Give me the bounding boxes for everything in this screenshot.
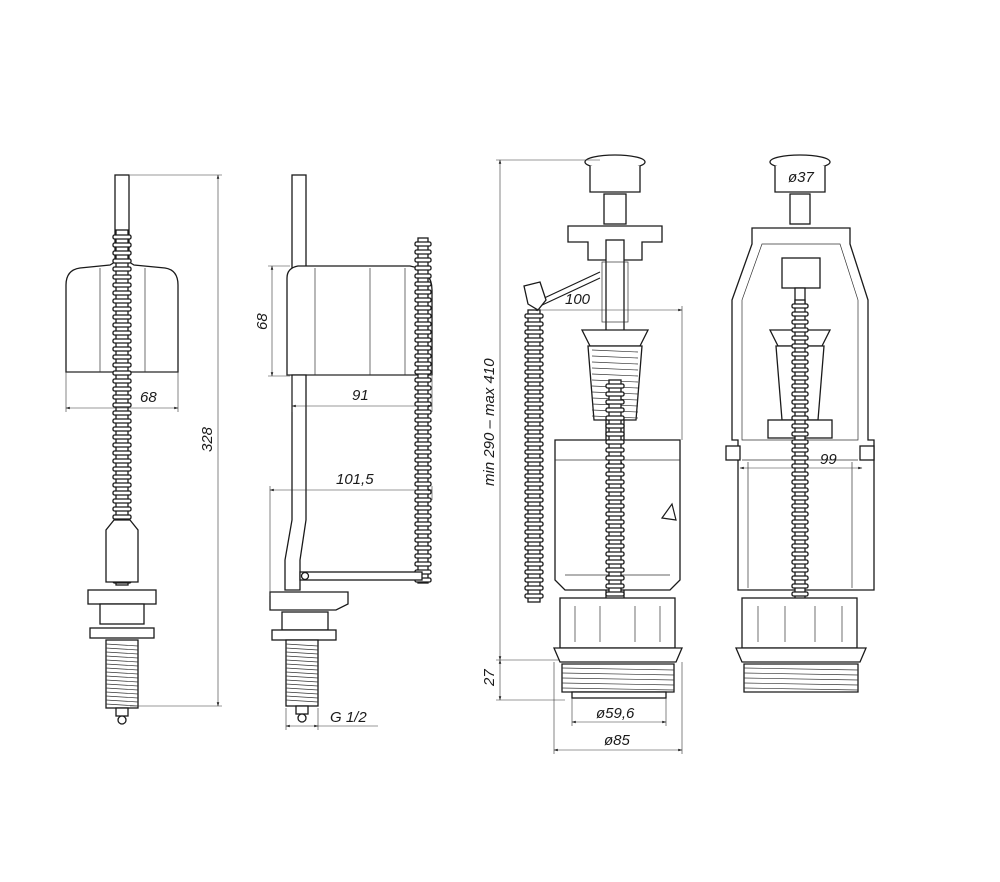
dim-flush-lever-reach: 100 [565, 291, 591, 308]
dim-flush-seal-diameter: ø59,6 [596, 705, 635, 722]
dim-flush-base-diameter: ø85 [604, 732, 631, 749]
dim-flush-height-range: min 290 – max 410 [481, 358, 498, 486]
dim-side-float-width: 91 [352, 387, 369, 404]
dim-button-diameter: ø37 [788, 169, 815, 186]
flush-valve-section-view: ø37 99 [725, 154, 875, 693]
dim-float-width: 68 [140, 389, 157, 406]
float-valve-side-view: 68 91 101,5 G 1/2 [254, 174, 433, 730]
dim-total-height: 328 [199, 426, 216, 452]
float-valve-front-view: 68 328 [65, 174, 222, 725]
dim-flush-cage-width: 99 [820, 451, 837, 468]
flush-valve-front-view: min 290 – max 410 100 27 ø59,6 ø85 [481, 154, 683, 754]
dim-thread-size: G 1/2 [330, 709, 367, 726]
dim-side-arm-reach: 101,5 [336, 471, 374, 488]
dim-side-float-height: 68 [254, 313, 271, 330]
dim-flush-thread-height: 27 [481, 669, 498, 687]
